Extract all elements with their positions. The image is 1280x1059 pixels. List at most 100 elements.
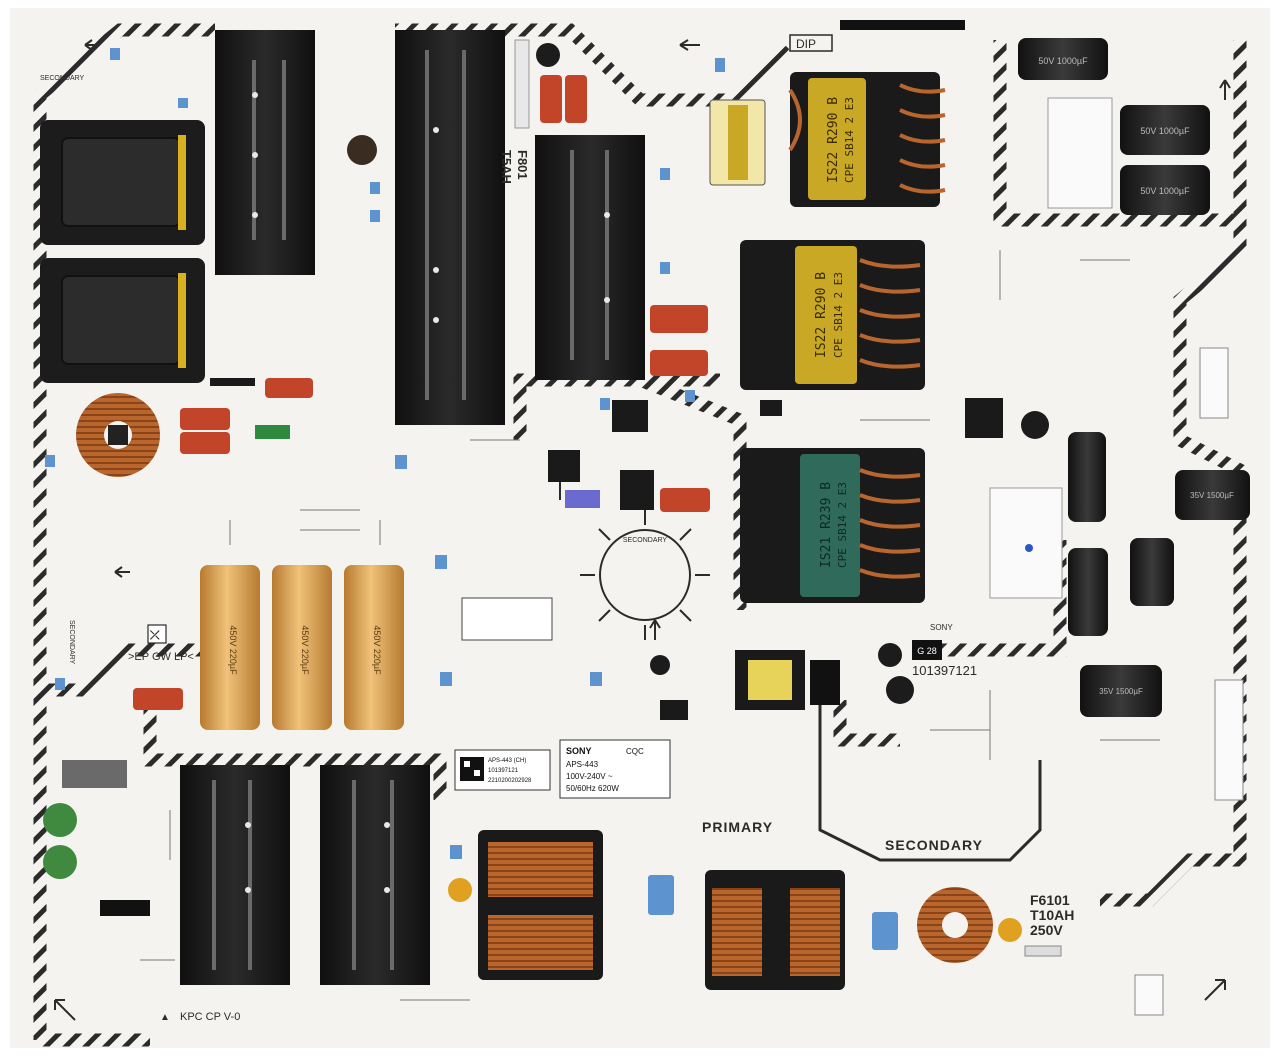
secondary-sun-symbol [580,510,710,640]
sony-small-label: SONY [930,623,953,632]
small-capacitor-2 [878,643,902,667]
aux-transformer [709,99,766,186]
rating-label-model: APS-443 [566,760,599,769]
rating-label-freq-power: 50/60Hz 620W [566,784,619,793]
connector-bottom [1134,974,1164,1016]
heatsink-bottom-center [320,765,430,985]
rating-label: SONY CQC APS-443 100V-240V ~ 50/60Hz 620… [559,739,671,799]
black-capacitor-top-3-marking: 50V 1000µF [1140,186,1190,196]
black-capacitor-mid-1: 35V 1500µF [1175,470,1250,520]
yellow-capacitor-2 [998,918,1022,942]
transformer-1-marking-1: IS22 R290 B [826,97,841,183]
transformer-2-marking-1: IS22 R290 B [814,272,829,358]
small-inductor [347,135,377,165]
glass-fuse [1024,945,1062,957]
transformer-1-marking-2: CPE SB14 2 E3 [843,97,856,183]
small-capacitor-3 [886,676,914,704]
transformer-2: IS22 R290 B CPE SB14 2 E3 [740,240,925,390]
white-relay-2 [989,487,1063,599]
heatsink-center-right [535,135,645,380]
code-left-label: >EP GW LP< [128,651,194,663]
transformer-1: IS22 R290 B CPE SB14 2 E3 [788,72,946,207]
secondary-center-label: SECONDARY [623,537,668,544]
g-mark-box [912,640,942,660]
fuse-top-id: F801 [515,150,530,180]
black-capacitor-top-2-marking: 50V 1000µF [1140,126,1190,136]
small-capacitor [1021,411,1049,439]
warning-triangle-icon: ▲ [160,1012,170,1023]
grey-relay [62,760,127,788]
toroid-inductor [76,393,160,477]
gold-capacitor-2-marking: 450V 220µF [300,625,310,675]
black-capacitor-mid-2: 35V 1500µF [1080,665,1162,717]
gold-capacitor-1: 450V 220µF [200,565,260,730]
standby-transformer [735,650,840,710]
barcode-label-line3: 2210200202928 [488,778,532,784]
gold-capacitor-1-marking: 450V 220µF [228,625,238,675]
fuse-main-voltage: 250V [1030,922,1063,938]
heatsink-left-top [215,30,315,275]
secondary-bottom-label: SECONDARY [885,837,983,853]
inductor-square-top [40,120,205,245]
gold-capacitor-3: 450V 220µF [344,565,404,730]
fuse-top [514,39,530,129]
lf-logo [147,624,167,644]
part-number-label: 101397121 [912,663,977,678]
gold-capacitor-3-marking: 450V 220µF [372,625,382,675]
transformer-3-marking-1: IS21 R239 B [819,482,834,568]
heatsink-bottom-left [180,765,290,985]
connector-right [1214,679,1244,801]
yellow-capacitor [448,878,472,902]
small-ics [210,378,1003,720]
inductor-square-bottom [40,258,205,383]
rating-label-input: 100V-240V ~ [566,772,613,781]
secondary-top-left-label: SECONDARY [40,75,85,82]
green-varistor-2 [43,845,77,879]
black-capacitor-vertical-3 [1130,538,1174,606]
secondary-left-label: SECONDARY [68,620,75,665]
blank-label [461,597,553,641]
small-toroid [917,887,993,963]
barcode-label: APS-443 (CH) 101397121 2210200202928 [454,749,551,791]
black-capacitor-vertical-2 [1068,548,1108,636]
transformer-3-marking-2: CPE SB14 2 E3 [836,482,849,568]
transformer-2-marking-2: CPE SB14 2 E3 [832,272,845,358]
small-capacitor-4 [650,655,670,675]
footer-code-label: KPC CP V-0 [180,1011,240,1023]
fuse-main-rating: T10AH [1030,907,1074,923]
dip-label: DIP [796,37,816,51]
fuse-top-rating: T5AH [499,150,514,184]
black-capacitor-mid-1-marking: 35V 1500µF [1190,491,1234,500]
small-capacitor-5 [536,43,560,67]
black-capacitor-top-3: 50V 1000µF [1120,165,1210,215]
lf-logo-icon: ⤫ [150,628,160,642]
top-black-marker [840,20,965,30]
black-capacitor-mid-2-marking: 35V 1500µF [1099,687,1143,696]
rating-label-brand: SONY [566,746,592,756]
barcode-label-line1: APS-443 (CH) [488,758,526,764]
heatsink-center-top [395,30,505,425]
connector-right-top [1199,347,1229,419]
blue-capacitors [45,48,898,950]
direction-arrows [54,39,1231,1021]
black-capacitor-top-2: 50V 1000µF [1120,105,1210,155]
green-resistor [255,425,290,439]
blue-resistor [565,490,600,508]
common-mode-choke-1 [478,830,603,980]
transformer-3: IS21 R239 B CPE SB14 2 E3 [740,448,925,603]
black-capacitor-vertical-1 [1068,432,1106,522]
black-capacitor-top-1: 50V 1000µF [1018,38,1108,80]
black-diode [100,900,150,916]
white-relay [1047,97,1113,209]
common-mode-choke-2 [705,870,845,990]
primary-secondary-boundary [818,690,1042,862]
primary-label: PRIMARY [702,819,773,835]
black-capacitor-top-1-marking: 50V 1000µF [1038,56,1088,66]
red-film-capacitors [133,75,710,710]
gold-capacitor-2: 450V 220µF [272,565,332,730]
green-varistor-1 [43,803,77,837]
barcode-label-line2: 101397121 [488,768,519,774]
fuse-main-id: F6101 [1030,892,1070,908]
rating-label-cert: CQC [626,747,644,756]
